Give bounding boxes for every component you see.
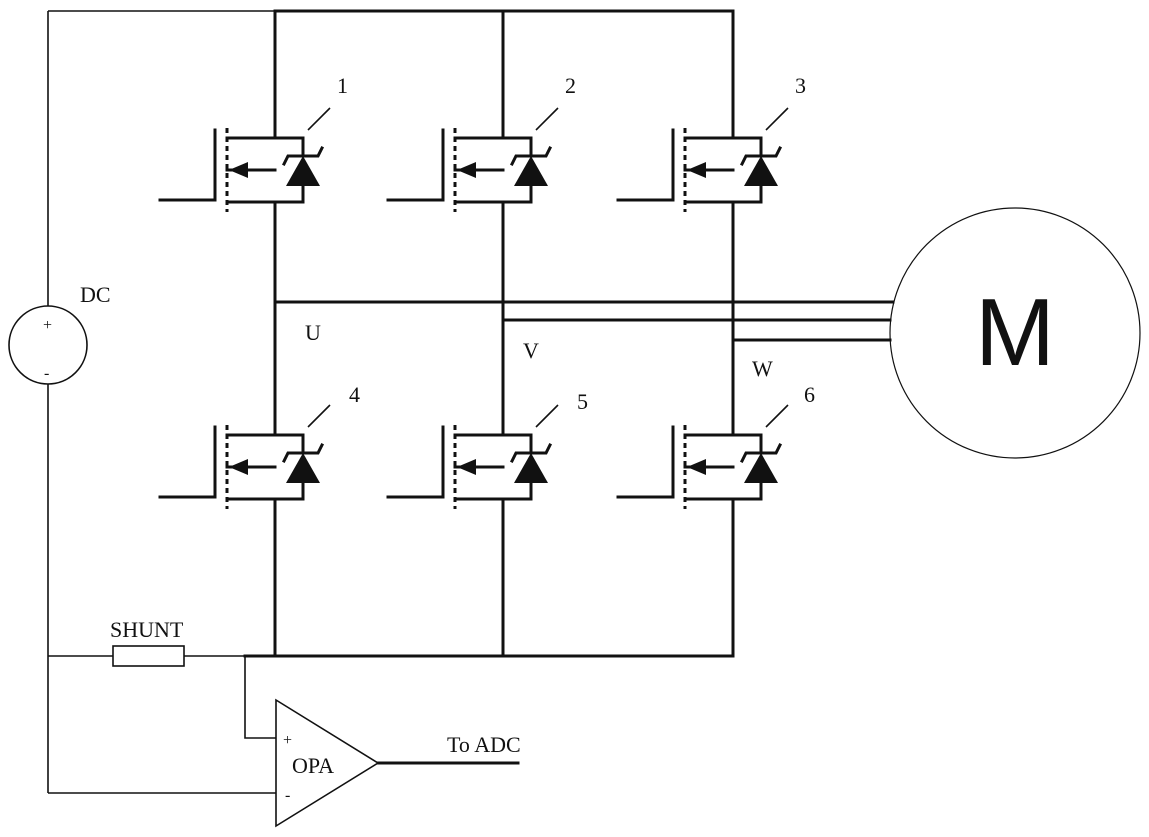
switch-6-number: 6 — [804, 382, 815, 407]
opamp-minus-sign: - — [285, 787, 290, 804]
opamp-label: OPA — [292, 753, 334, 778]
switch-2: 2 — [388, 73, 576, 320]
motor: M — [890, 208, 1140, 458]
shunt-resistor: SHUNT — [110, 617, 184, 666]
op-amp: + - OPA To ADC — [48, 656, 521, 826]
switch-1: 1 — [160, 73, 348, 302]
switch-5-number: 5 — [577, 389, 588, 414]
shunt-label: SHUNT — [110, 617, 184, 642]
dc-minus-sign: - — [44, 365, 49, 382]
switch-3: 3 — [618, 73, 806, 340]
dc-plus-sign: + — [43, 317, 52, 334]
switch-4-number: 4 — [349, 382, 360, 407]
motor-label: M — [975, 279, 1055, 386]
dc-source-label: DC — [80, 282, 111, 307]
switch-5: 5 — [388, 320, 588, 656]
switch-2-number: 2 — [565, 73, 576, 98]
opamp-plus-sign: + — [283, 732, 292, 749]
phase-u-label: U — [305, 320, 321, 345]
switch-4: 4 — [160, 302, 360, 656]
adc-output-label: To ADC — [447, 732, 521, 757]
phase-v-label: V — [523, 338, 539, 363]
switch-3-number: 3 — [795, 73, 806, 98]
phase-lines: U V W — [275, 302, 893, 381]
phase-w-label: W — [752, 356, 773, 381]
switch-6: 6 — [618, 340, 815, 656]
dc-source: + - DC — [9, 11, 275, 793]
switch-1-number: 1 — [337, 73, 348, 98]
